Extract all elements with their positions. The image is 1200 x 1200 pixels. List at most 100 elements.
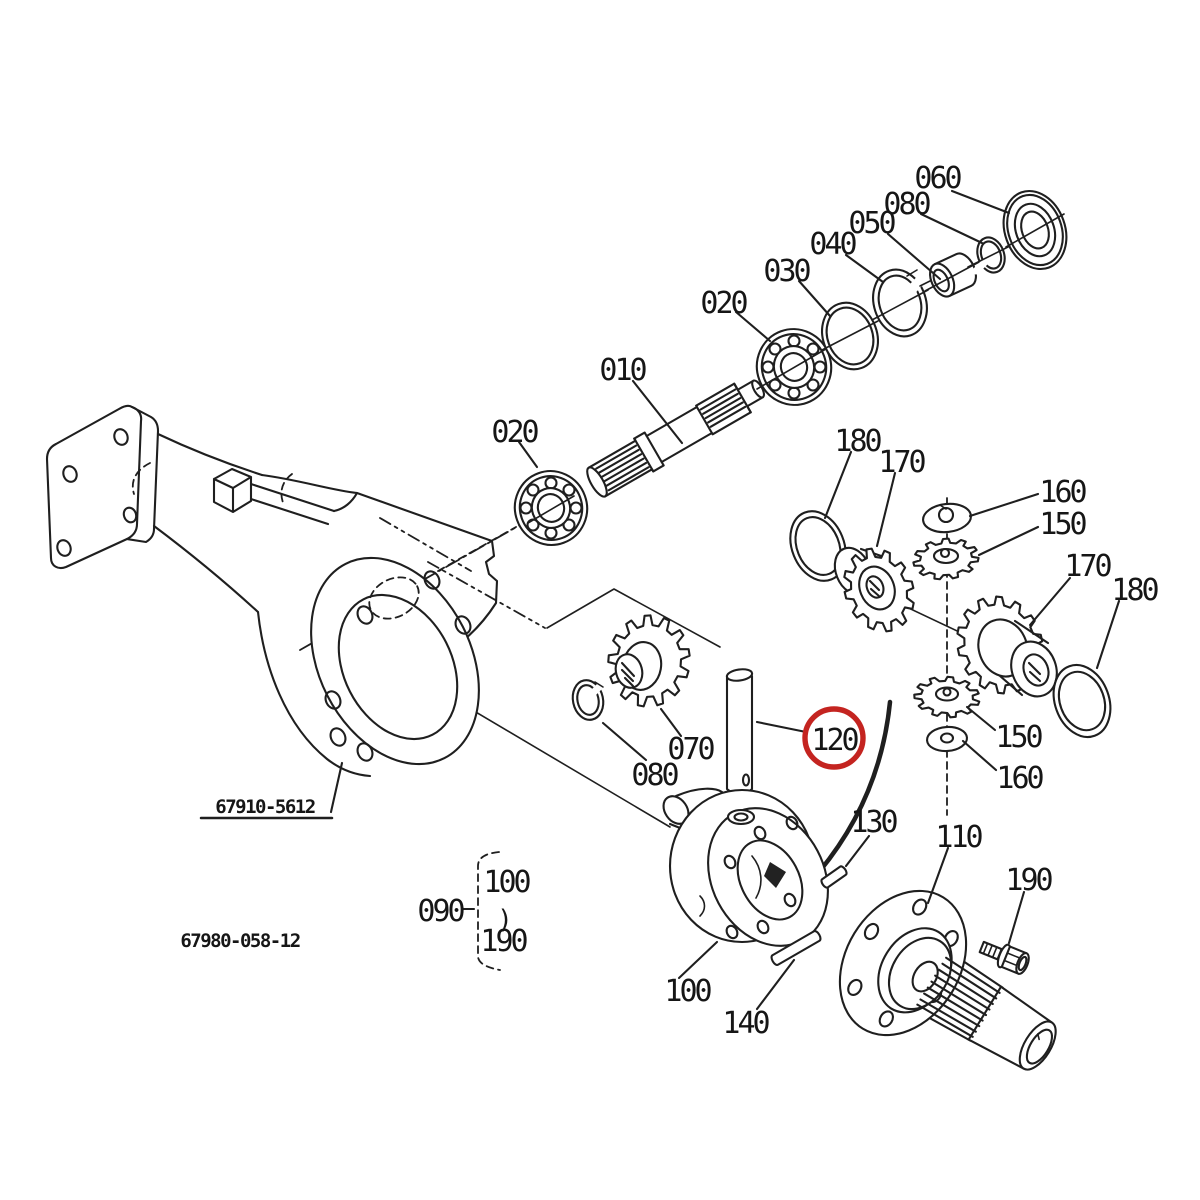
snap-ring-080-top — [967, 236, 1015, 275]
part-label-160-top: 160 — [1039, 475, 1086, 510]
ring-hook — [906, 269, 918, 277]
leader-030 — [797, 279, 832, 318]
housing-post — [212, 467, 253, 514]
axis-tick — [967, 243, 1015, 268]
axis-tick — [821, 320, 879, 351]
leader-lines — [199, 189, 1121, 1011]
drawing — [45, 189, 1121, 1071]
gasket-bolt-hole — [356, 742, 374, 762]
part-label-130: 130 — [850, 805, 897, 840]
housing-drawing — [45, 404, 499, 778]
phantom-line-to-chevron — [427, 561, 546, 629]
side-gear-170-left — [833, 546, 915, 633]
part-label-120-highlighted: 120 — [811, 723, 858, 758]
part-label-060: 060 — [914, 161, 961, 196]
leader-160-bottom — [961, 739, 998, 772]
pinion-gear-150-bottom — [913, 675, 981, 719]
gasket-bolt-hole — [356, 605, 374, 625]
housing-box-hidden-edge — [379, 517, 472, 572]
assembly-code-sheet: 67980-058-12 — [180, 930, 299, 952]
shaft-end-face — [586, 466, 608, 498]
axis-tick — [871, 289, 929, 321]
collar-050 — [929, 252, 977, 298]
leader-160-top — [968, 492, 1040, 518]
leader-170-left — [875, 471, 897, 548]
spline-hatch — [1027, 661, 1042, 683]
case-window-mark — [764, 862, 786, 888]
part-label-080-mid: 080 — [631, 758, 678, 793]
part-label-100: 100 — [664, 974, 711, 1009]
ring-hook — [919, 280, 931, 287]
leader-020-left — [517, 440, 539, 469]
leader-110 — [926, 846, 950, 905]
housing-box — [260, 473, 499, 654]
bracket-label-100: 100 — [483, 865, 530, 900]
spline-hatch — [868, 579, 881, 598]
part-label-140: 140 — [722, 1006, 769, 1041]
flange-hole — [113, 428, 129, 446]
bracket-range-symbol: ) — [497, 905, 513, 935]
washer-160-bottom — [925, 725, 969, 753]
pin-130 — [820, 865, 848, 889]
gasket-ring-opening — [337, 593, 459, 741]
leader-080-mid — [601, 721, 648, 762]
axle-splines — [916, 956, 1001, 1038]
leader-170-right — [1028, 576, 1072, 627]
gasket-bolt-hole — [329, 727, 347, 747]
housing-bottom — [256, 610, 372, 778]
snap-ring-040 — [871, 267, 933, 338]
gasket-bolt-hole — [324, 690, 342, 710]
case-hole — [756, 919, 770, 935]
axis-tick — [756, 345, 832, 390]
gasket-bolt-hole — [423, 570, 441, 590]
housing-neck-top — [156, 432, 264, 477]
part-label-010: 010 — [599, 353, 646, 388]
range-bracket — [477, 851, 501, 971]
housing-neck-bottom — [152, 524, 260, 614]
tip-face — [1018, 1020, 1057, 1071]
axis-dash — [437, 526, 517, 572]
part-label-020-top: 020 — [700, 286, 747, 321]
leader-060 — [950, 189, 1011, 215]
part-label-110: 110 — [935, 820, 982, 855]
part-label-040: 040 — [809, 227, 856, 262]
labels: 010 020 030 040 050 080 060 020 180 170 … — [180, 161, 1161, 1041]
case-hole — [723, 854, 737, 870]
bearing-020-left — [437, 470, 589, 572]
pin-boss — [726, 808, 756, 826]
leader-180-right — [1095, 599, 1121, 670]
washer-160-top — [922, 502, 972, 534]
group-label-090: 090 — [417, 894, 464, 929]
housing-rail-merge — [332, 491, 359, 513]
flange-hole — [56, 539, 72, 557]
case-hole — [725, 924, 739, 940]
leader-120 — [755, 720, 808, 734]
leader-100 — [677, 940, 719, 980]
leader-140 — [755, 958, 796, 1011]
bolt-190 — [978, 940, 1030, 975]
housing-rail-top — [249, 482, 336, 513]
part-label-070: 070 — [667, 732, 714, 767]
axle-shaft-110 — [838, 889, 1057, 1071]
axis-tick — [1005, 213, 1065, 248]
leader-150-top — [977, 525, 1040, 557]
part-label-050: 050 — [848, 206, 895, 241]
ring-030 — [821, 301, 879, 371]
seal-060 — [1002, 189, 1068, 271]
housing-hidden-arc — [131, 462, 151, 495]
shaft-splines — [595, 388, 747, 492]
part-label-150-top: 150 — [1039, 507, 1086, 542]
diff-case-100 — [662, 787, 829, 947]
part-label-150-bottom: 150 — [995, 720, 1042, 755]
part-label-180-left: 180 — [834, 424, 881, 459]
axis-tick — [527, 495, 575, 524]
curved-assembly-line — [816, 699, 893, 875]
part-label-170-right: 170 — [1064, 549, 1111, 584]
flange-hole — [62, 465, 78, 483]
leader-180-left — [823, 450, 853, 520]
gasket-bolt-hole — [454, 615, 472, 635]
part-label-170-left: 170 — [878, 445, 925, 480]
leader-150-bottom — [965, 705, 997, 732]
